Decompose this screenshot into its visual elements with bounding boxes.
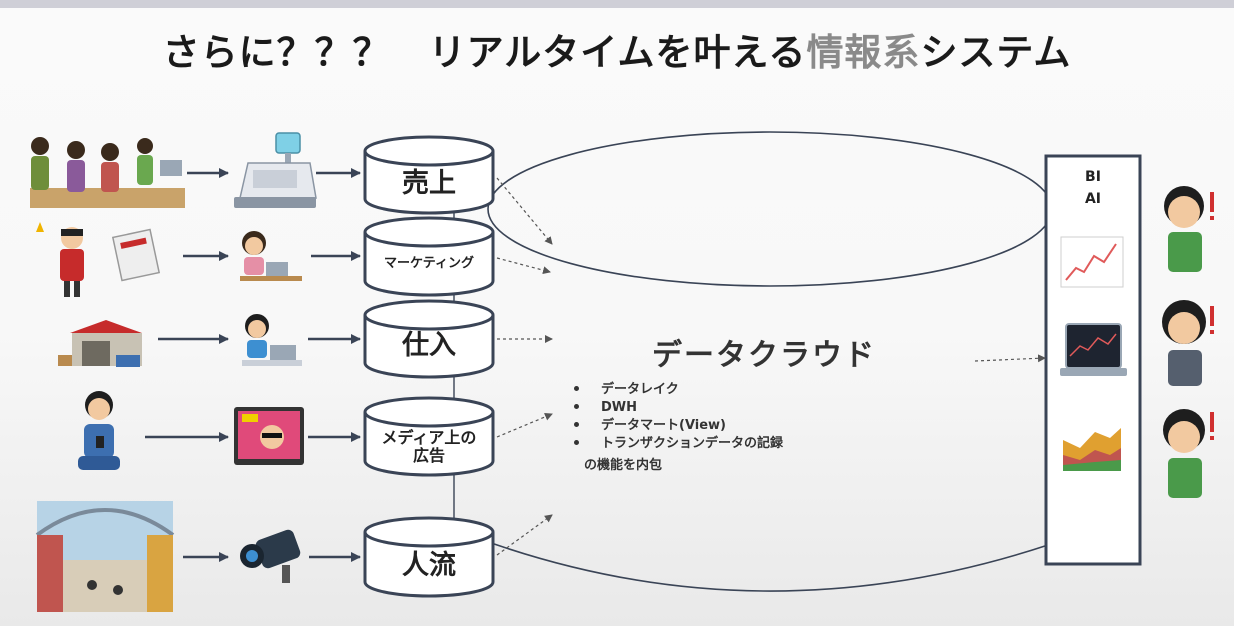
ai-label: AI xyxy=(1084,191,1102,207)
db-cylinder-purchasing xyxy=(363,299,495,379)
warehouse-icon xyxy=(58,320,142,367)
security-camera-icon xyxy=(240,529,301,583)
list-item: データレイク xyxy=(574,381,783,399)
cashier-customers-icon xyxy=(30,137,185,208)
bi-label: BI xyxy=(1085,169,1101,185)
dashed-arrow-bi xyxy=(974,354,1046,363)
db-label-people-flow: 人流 xyxy=(402,550,456,582)
line-chart-icon xyxy=(1060,236,1124,288)
db-label-purchasing: 仕入 xyxy=(402,330,456,362)
store-staff-icon xyxy=(1164,186,1214,272)
cloud-feature-list: データレイク DWH データマート(View) トランザクションデータの記録 xyxy=(574,381,783,453)
list-item: トランザクションデータの記録 xyxy=(574,435,783,453)
cloud-title: データクラウド xyxy=(652,338,876,373)
cloud-outline-upper xyxy=(487,131,1053,287)
office-staff-icon xyxy=(1162,300,1214,386)
title-tail: システム xyxy=(920,31,1072,74)
db-cylinder-marketing xyxy=(363,216,495,297)
promoter-flyer-icon xyxy=(36,222,161,297)
list-item: DWH xyxy=(574,399,783,417)
cloud-outline-lower xyxy=(479,538,1049,592)
db-label-sales: 売上 xyxy=(402,168,456,200)
top-bar xyxy=(0,0,1234,8)
dashed-arrow-5 xyxy=(496,514,553,556)
shopping-arcade-icon xyxy=(35,501,175,612)
laptop-worker-icon xyxy=(242,314,302,366)
db-label-marketing: マーケティング xyxy=(384,255,474,271)
db-cylinder-sales xyxy=(363,135,495,215)
dashed-arrow-2 xyxy=(496,257,551,275)
smartphone-user-icon xyxy=(78,391,120,470)
db-label-media-ad: メディア上の 広告 xyxy=(381,427,477,465)
store-staff-icon xyxy=(1163,409,1214,498)
cloud-note: の機能を内包 xyxy=(584,458,663,473)
title-highlight: 情報系 xyxy=(806,31,921,74)
cash-register-icon xyxy=(234,132,317,208)
laptop-worker-icon xyxy=(240,231,302,281)
dashed-arrow-1 xyxy=(496,177,553,245)
area-chart-icon xyxy=(1061,425,1123,473)
dashboard-laptop-icon xyxy=(1060,323,1127,376)
db-cylinder-media-ad xyxy=(363,396,495,477)
web-ad-icon xyxy=(234,407,304,465)
list-item: データマート(View) xyxy=(574,417,783,435)
dashed-arrow-4 xyxy=(496,413,553,438)
slide-title: さらに？？？ リアルタイムを叶える情報系システム xyxy=(0,22,1234,76)
title-main: さらに？？？ リアルタイムを叶える xyxy=(162,31,807,74)
db-cylinder-people-flow xyxy=(363,516,495,598)
